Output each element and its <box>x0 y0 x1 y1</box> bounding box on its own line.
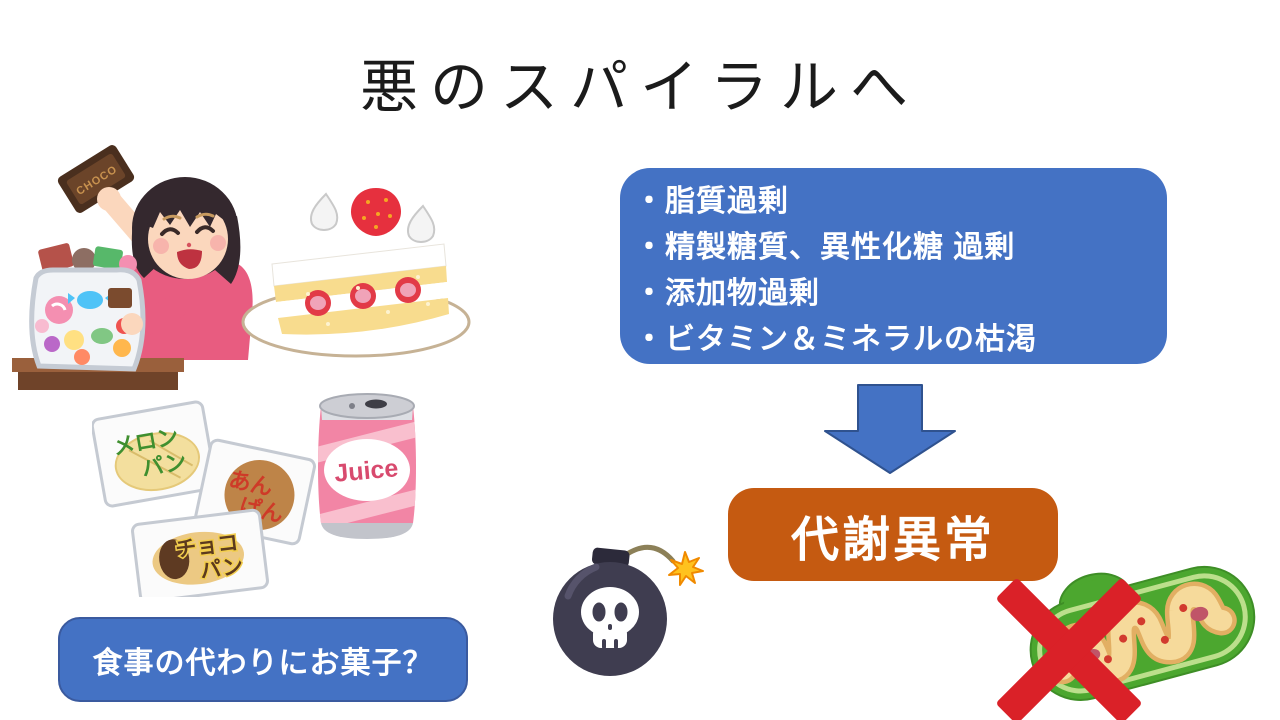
bread-packages-illustration: メロン パン あん ぱん チョコ パン <box>92 392 317 597</box>
mitochondria-illustration <box>990 520 1280 720</box>
snacking-girl-illustration: CHOCO <box>12 142 267 392</box>
bomb-illustration <box>548 540 723 715</box>
factor-item-additives: ・添加物過剰 <box>634 277 820 310</box>
bomb-cap <box>591 547 630 568</box>
slide-title: 悪のスパイラルへ <box>359 55 920 120</box>
girl-hand <box>97 187 121 211</box>
shortcake-illustration <box>238 172 478 372</box>
factor-item-sugar: ・精製糖質、異性化糖 過剰 <box>634 231 1016 264</box>
sponge-speckles <box>306 275 430 326</box>
down-arrow-icon <box>820 383 960 478</box>
metabolic-disorder-box: 代謝異常 <box>728 488 1058 581</box>
can-tab <box>365 399 387 409</box>
juice-label: Juice <box>333 454 399 487</box>
girl-mouth <box>177 249 202 269</box>
spark-icon <box>668 551 704 586</box>
girl-closed-eye <box>160 227 180 236</box>
question-box: 食事の代わりにお菓子？ <box>58 617 468 702</box>
metabolic-disorder-label: 代謝異常 <box>790 513 995 567</box>
candy-pile <box>38 243 137 273</box>
question-label: 食事の代わりにお菓子？ <box>92 646 434 680</box>
can-label-oval <box>324 439 410 501</box>
factor-item-vitamins: ・ビタミン＆ミネラルの枯渇 <box>634 323 1037 356</box>
girl-hand-in-jar <box>121 313 143 335</box>
factors-box: ・脂質過剰 ・精製糖質、異性化糖 過剰 ・添加物過剰 ・ビタミン＆ミネラルの枯渇 <box>620 168 1167 364</box>
top-strawberry <box>351 188 401 236</box>
mito-granule-large2 <box>1190 606 1209 622</box>
bomb-fuse <box>621 544 676 564</box>
juice-can-illustration: Juice <box>302 382 432 544</box>
candy-jar <box>29 267 146 372</box>
chocolate-bar-icon: CHOCO <box>57 145 135 213</box>
skull-icon <box>581 587 639 649</box>
can-bottom <box>321 523 413 539</box>
red-cross-icon <box>997 579 1141 720</box>
table-front <box>18 372 178 390</box>
cream-dollops <box>310 192 436 243</box>
sponge-bottom-layer <box>278 298 449 335</box>
girl-closed-eye <box>195 225 215 234</box>
choco-pan-package: チョコ パン <box>131 508 269 597</box>
girl-head <box>131 177 241 284</box>
strawberry-slices <box>305 277 421 316</box>
can-opening <box>349 403 355 409</box>
factor-item-fat: ・脂質過剰 <box>634 185 789 218</box>
melon-pan-package: メロン パン <box>92 400 218 508</box>
bomb-highlight <box>564 563 600 600</box>
